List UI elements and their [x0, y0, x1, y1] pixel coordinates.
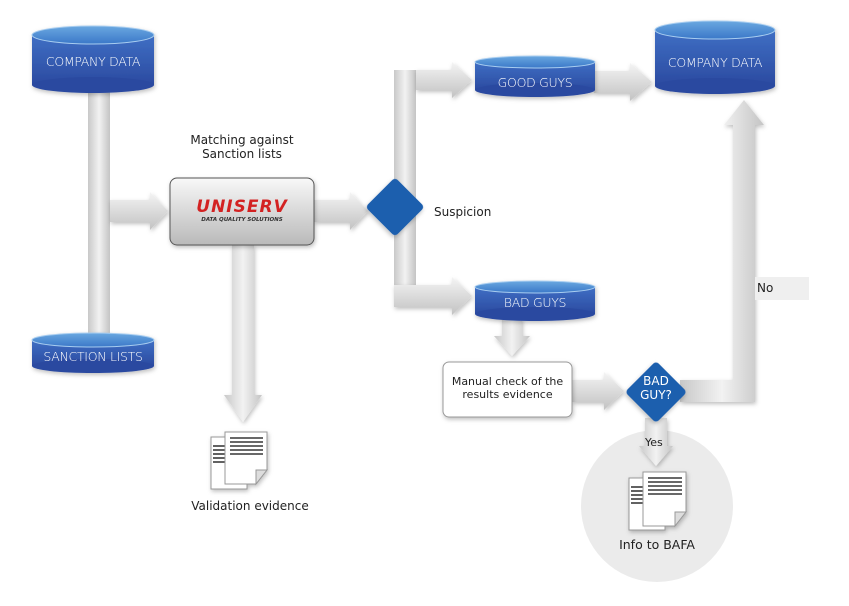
- arrow-to-bad-guys: [394, 277, 472, 315]
- manual-check-line-2: results evidence: [462, 388, 553, 402]
- arrow-to-suspicion: [314, 192, 368, 230]
- company-data-target-label: COMPANY DATA: [667, 55, 763, 70]
- suspicion-branch-bar: [394, 70, 416, 302]
- uniserv-matching-box: [169, 177, 315, 246]
- matching-caption-line-1: Matching against: [190, 133, 294, 147]
- suspicion-diamond: [366, 178, 424, 236]
- arrow-no-to-company-data: [680, 100, 764, 402]
- sanction-lists-label: SANCTION LISTS: [43, 349, 143, 364]
- bad-guy-line-2: GUY?: [640, 388, 672, 402]
- validation-evidence-label: Validation evidence: [191, 499, 309, 513]
- cylinder-company-data-source: [31, 25, 155, 93]
- cylinder-company-data-target: [654, 20, 776, 94]
- manual-check-label: Manual check of the results evidence: [443, 375, 572, 401]
- arrow-to-validation-evidence: [224, 245, 262, 422]
- manual-check-line-1: Manual check of the: [451, 375, 564, 388]
- bad-guys-label: BAD GUYS: [503, 295, 567, 310]
- uniserv-logo-wordmark: UNISERV: [196, 197, 288, 217]
- yes-label: Yes: [645, 436, 663, 449]
- arrow-to-bad-guy-decision: [572, 372, 624, 410]
- bad-guy-line-1: BAD: [643, 374, 669, 388]
- manual-check-box: [442, 361, 573, 418]
- bad-guy-diamond: [626, 362, 686, 422]
- document-icon-validation: [210, 431, 269, 490]
- info-to-bafa-label: Info to BAFA: [619, 537, 695, 552]
- matching-caption-line-2: Sanction lists: [202, 147, 282, 162]
- arrow-yes-to-bafa: [639, 418, 673, 466]
- bad-guy-decision-label: BAD GUY?: [630, 374, 682, 402]
- matching-caption: Matching against Sanction lists: [170, 133, 314, 162]
- uniserv-logo: UNISERV DATA QUALITY SOLUTIONS: [190, 198, 294, 224]
- good-guys-label: GOOD GUYS: [497, 75, 573, 90]
- cylinder-sanction-lists: [31, 332, 155, 373]
- uniserv-logo-tagline: DATA QUALITY SOLUTIONS: [201, 217, 283, 223]
- cylinder-bad-guys: [474, 280, 596, 321]
- document-icon-bafa: [628, 471, 688, 531]
- no-label: No: [757, 281, 774, 295]
- arrow-to-matching: [110, 192, 168, 230]
- company-data-source-label: COMPANY DATA: [45, 54, 141, 69]
- suspicion-label: Suspicion: [434, 205, 492, 219]
- arrow-to-company-data: [594, 63, 652, 101]
- arrow-to-manual-check: [494, 318, 530, 356]
- cylinder-good-guys: [474, 55, 596, 97]
- no-label-bg: [755, 277, 809, 300]
- arrow-to-good-guys: [394, 62, 472, 98]
- source-connector-bar: [88, 90, 110, 340]
